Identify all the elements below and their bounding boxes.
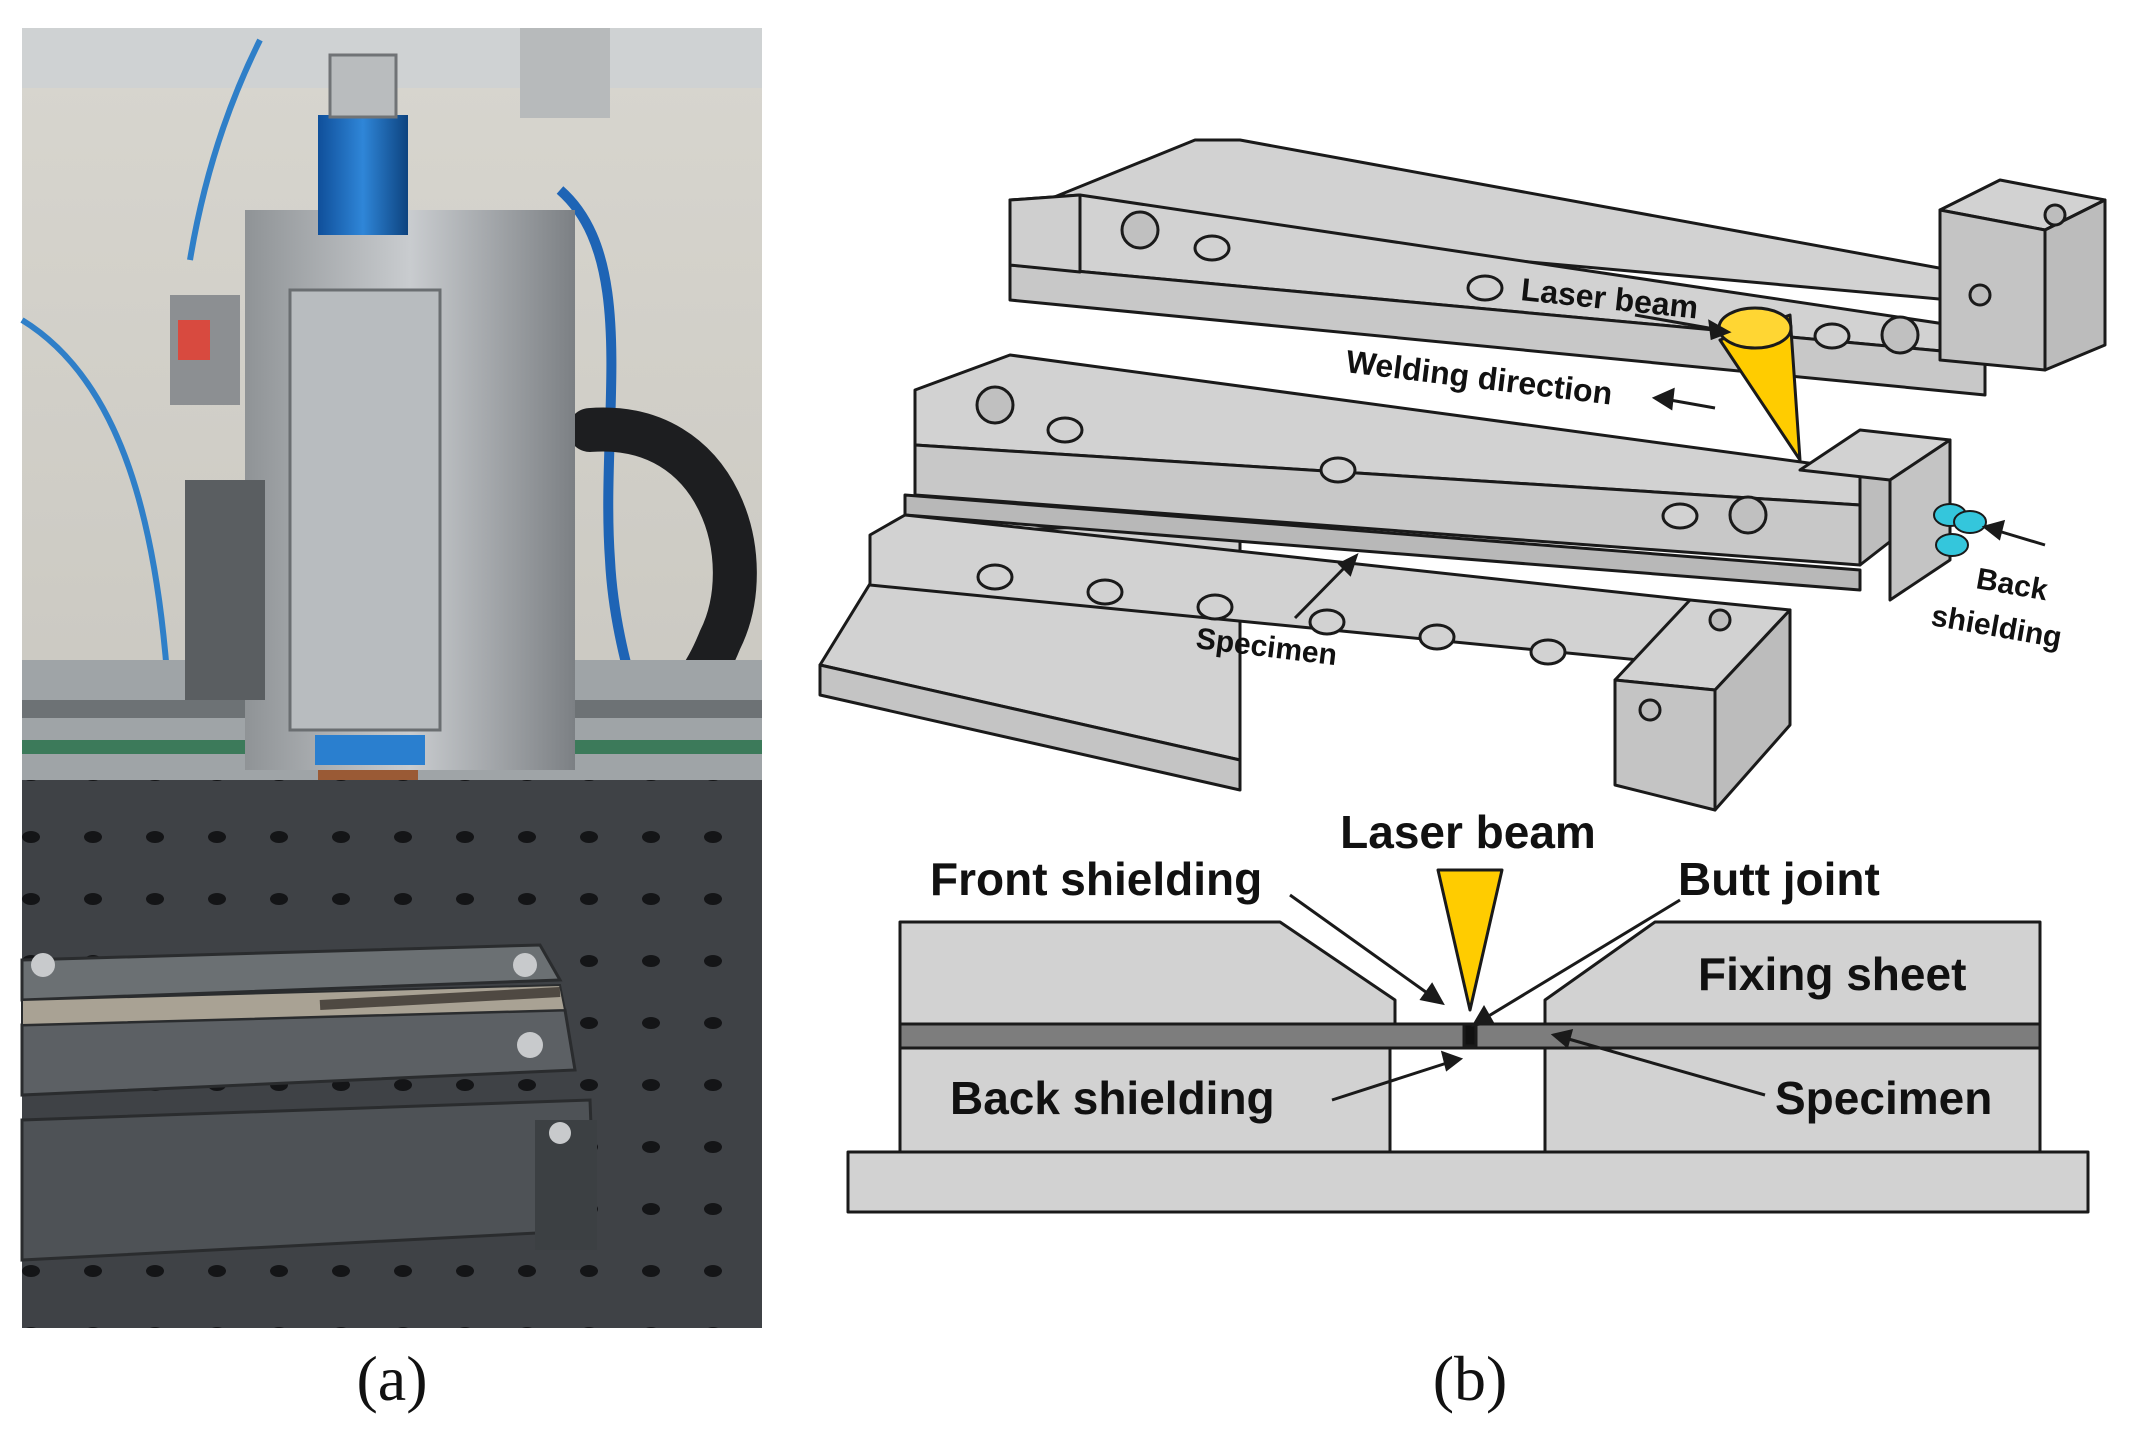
back-support-left — [898, 1046, 1392, 1154]
back-shielding-channel — [1388, 1046, 1547, 1154]
hex-bolt — [1880, 315, 1920, 355]
back-shielding-pointer — [1994, 528, 2046, 547]
hole — [1529, 638, 1567, 666]
weld-discoloration — [319, 987, 561, 1010]
section-label-specimen: Specimen — [1775, 1072, 1992, 1124]
specimen-pointer — [1293, 560, 1352, 620]
back-shielding-pointer — [1331, 1060, 1451, 1102]
blue-cable — [187, 38, 263, 261]
laser-beam-pointer — [1634, 313, 1721, 332]
hex-bolt — [975, 385, 1015, 425]
side-clamp-holder — [185, 480, 265, 700]
laser-head-blue-collimator — [318, 115, 408, 235]
base-plate-front — [818, 663, 1242, 792]
iso-label-back-shielding-2: shielding — [1929, 599, 2064, 654]
hole — [1308, 608, 1346, 636]
ceiling-duct-band — [520, 28, 610, 118]
arrowhead-icon — [1981, 519, 2006, 541]
specimen-pointer — [1564, 1036, 1766, 1097]
section-label-laser-beam: Laser beam — [1340, 806, 1596, 858]
nozzle-icon — [1935, 533, 1969, 557]
section-laser-beam — [1436, 868, 1504, 1012]
hole — [1086, 578, 1124, 606]
end-block-side — [2043, 198, 2107, 372]
fixing-sheet-left — [898, 920, 1397, 1026]
caption-b: (b) — [1433, 1343, 1508, 1414]
nozzle-icon — [1953, 510, 1987, 534]
blue-cable — [20, 317, 173, 721]
fixing-sheet-right — [1543, 920, 2042, 1026]
camera-red-label — [178, 320, 210, 360]
specimen-slot — [903, 493, 1862, 592]
fixture-bar-back — [20, 943, 563, 1002]
hex-bolt — [1120, 210, 1160, 250]
small-bolt — [2043, 203, 2067, 227]
back-shielding-nozzles — [1933, 503, 1987, 557]
base-table — [846, 1150, 2090, 1214]
hole — [976, 563, 1014, 591]
fixture-bolt — [31, 953, 55, 977]
hole — [1193, 234, 1231, 262]
arrowhead-icon — [1651, 387, 1675, 411]
front-shielding-pointer — [1289, 893, 1431, 997]
small-bolt — [1708, 608, 1732, 632]
section-label-butt-joint: Butt joint — [1678, 853, 1880, 905]
iso-label-back-shielding-1: Back — [1974, 562, 2051, 607]
back-support-right — [1543, 1046, 2042, 1154]
arrowhead-icon — [1440, 1050, 1464, 1072]
section-label-back-shielding: Back shielding — [950, 1072, 1275, 1124]
fixture-bolt — [549, 1122, 571, 1144]
fixture-bolt — [513, 953, 537, 977]
shielding-block-front — [1888, 438, 1952, 602]
fixture-bolt — [517, 1032, 543, 1058]
fixture-bar-front — [20, 1098, 597, 1262]
nozzle-blue-bracket — [315, 735, 425, 765]
top-clamp-bar-slope — [1008, 193, 1082, 274]
hole — [1661, 502, 1699, 530]
arrowhead-icon — [1550, 1028, 1574, 1049]
hole — [1319, 456, 1357, 484]
hole — [1196, 593, 1234, 621]
hole — [1813, 322, 1851, 350]
isometric-fixture — [818, 138, 2107, 812]
welding-direction-arrow — [1669, 398, 1716, 410]
arrowhead-icon — [1471, 1005, 1495, 1028]
hole — [1046, 416, 1084, 444]
butt-joint-pointer — [1481, 898, 1681, 1022]
panel-a-photo — [20, 28, 762, 1328]
section-label-fixing-sheet: Fixing sheet — [1698, 948, 1966, 1000]
butt-joint — [1462, 1022, 1478, 1048]
arrowhead-icon — [1708, 319, 1732, 341]
arrowhead-icon — [1419, 982, 1445, 1006]
laser-head-block — [288, 288, 442, 732]
caption-a: (a) — [356, 1343, 427, 1414]
section-arrows — [1289, 893, 1766, 1102]
cross-section — [846, 868, 2090, 1214]
arrowhead-icon — [1337, 553, 1359, 577]
hole — [1466, 274, 1504, 302]
end-block-front — [1938, 208, 2047, 372]
small-bolt — [1638, 698, 1662, 722]
iso-arrows — [1293, 313, 2046, 620]
section-label-front-shielding: Front shielding — [930, 853, 1262, 905]
hex-bolt — [1728, 495, 1768, 535]
bottom-end-block-side — [1713, 608, 1792, 812]
hole — [1418, 623, 1456, 651]
laser-head-fiber-connector — [328, 53, 398, 119]
bottom-end-block-front — [1613, 678, 1717, 812]
laser-beam-top — [1717, 306, 1793, 350]
small-bolt — [1968, 283, 1992, 307]
